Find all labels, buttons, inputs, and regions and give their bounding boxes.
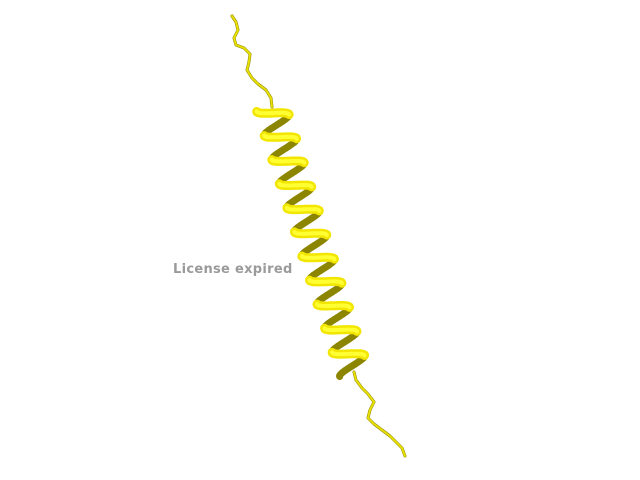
license-watermark: License expired (173, 262, 293, 277)
helix-front-highlight (330, 350, 367, 358)
helix-front-highlight (284, 205, 322, 213)
n-terminal-coil (230, 14, 274, 109)
helix-front-highlight (277, 181, 314, 189)
c-terminal-coil-line (353, 371, 406, 457)
helix-front-highlight (307, 278, 344, 286)
n-terminal-coil-line (231, 15, 273, 108)
helix-front-turns (252, 107, 369, 360)
c-terminal-coil (352, 370, 407, 458)
helix-front-highlight (269, 157, 307, 165)
helix-front-highlight (254, 109, 292, 117)
helix-front-highlight (292, 229, 329, 237)
helix-back-ribbon (336, 352, 369, 380)
helix-front-highlight (315, 302, 352, 310)
helix-back-turns (260, 111, 369, 380)
helix-front-highlight (322, 326, 359, 334)
helix-front-highlight (300, 254, 337, 262)
helix-front-highlight (262, 133, 299, 141)
